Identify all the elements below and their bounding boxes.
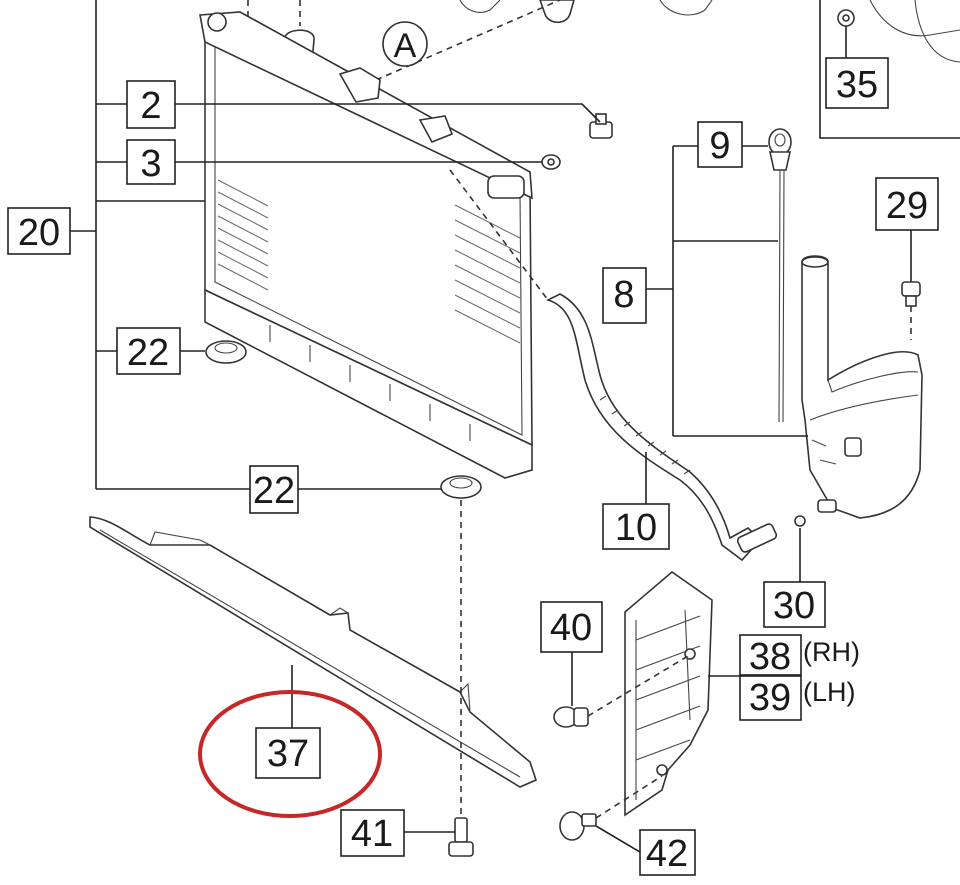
- callout-41-label: 41: [351, 813, 393, 855]
- callout-22-lower: 22: [249, 465, 299, 514]
- callout-38-label: 38: [749, 636, 791, 678]
- callout-38: 38: [739, 634, 802, 678]
- view-marker-a: A: [394, 27, 417, 65]
- callout-9: 9: [697, 121, 743, 168]
- radiator-fins-left: [217, 179, 269, 291]
- callout-8: 8: [602, 267, 647, 324]
- callout-35: 35: [825, 57, 889, 109]
- callout-39-side-label: (LH): [803, 677, 856, 707]
- callout-22-upper: 22: [116, 327, 181, 375]
- callout-42: 42: [639, 829, 696, 876]
- callout-22-upper-label: 22: [127, 332, 169, 374]
- callout-37: 37: [255, 727, 321, 779]
- callout-39: 39: [739, 675, 802, 721]
- callout-40: 40: [540, 601, 603, 653]
- callout-22-lower-label: 22: [253, 470, 295, 512]
- bolt-part-29: [901, 230, 921, 340]
- callout-3-label: 3: [140, 143, 161, 185]
- radiator: [199, 11, 533, 479]
- callout-9-label: 9: [709, 125, 730, 167]
- highlight-ellipse: [198, 690, 382, 818]
- callout-39-label: 39: [749, 677, 791, 719]
- callout-29: 29: [875, 177, 939, 231]
- mount-cushion-lower: [440, 475, 482, 499]
- callout-30: 30: [763, 581, 826, 628]
- lower-air-guard: [89, 516, 537, 788]
- overflow-hose: [449, 169, 778, 562]
- callout-40-label: 40: [550, 607, 592, 649]
- callout-30-label: 30: [773, 585, 815, 627]
- callout-41: 41: [340, 809, 405, 857]
- callout-10-label: 10: [615, 507, 657, 549]
- screw-part-42: [559, 775, 663, 841]
- callout-2-label: 2: [140, 85, 161, 127]
- inset-frame-top-right: [819, 0, 960, 139]
- washer-part-3: [541, 154, 561, 170]
- side-air-guard: [624, 570, 713, 817]
- callout-8-label: 8: [613, 274, 634, 316]
- callout-42-label: 42: [646, 833, 688, 875]
- level-dipstick: [768, 128, 792, 423]
- callout-38-side-label: (RH): [803, 637, 860, 667]
- callout-20: 20: [7, 207, 71, 255]
- clip-part-40: [553, 652, 689, 728]
- callout-2: 2: [126, 80, 176, 129]
- callout-20-label: 20: [18, 212, 60, 254]
- bolt-part-2: [589, 113, 613, 139]
- bolt-part-41: [448, 500, 474, 857]
- callout-37-label: 37: [267, 733, 309, 775]
- callout-35-label: 35: [836, 64, 878, 106]
- callout-10: 10: [602, 503, 670, 550]
- leader-lines: [70, 0, 808, 853]
- reservoir-tank: [801, 255, 923, 519]
- callout-3: 3: [126, 139, 176, 185]
- nut-part-30: [794, 515, 806, 582]
- mount-cushion-upper: [205, 340, 247, 364]
- callout-29-label: 29: [886, 185, 928, 227]
- radiator-fins-right: [454, 204, 521, 344]
